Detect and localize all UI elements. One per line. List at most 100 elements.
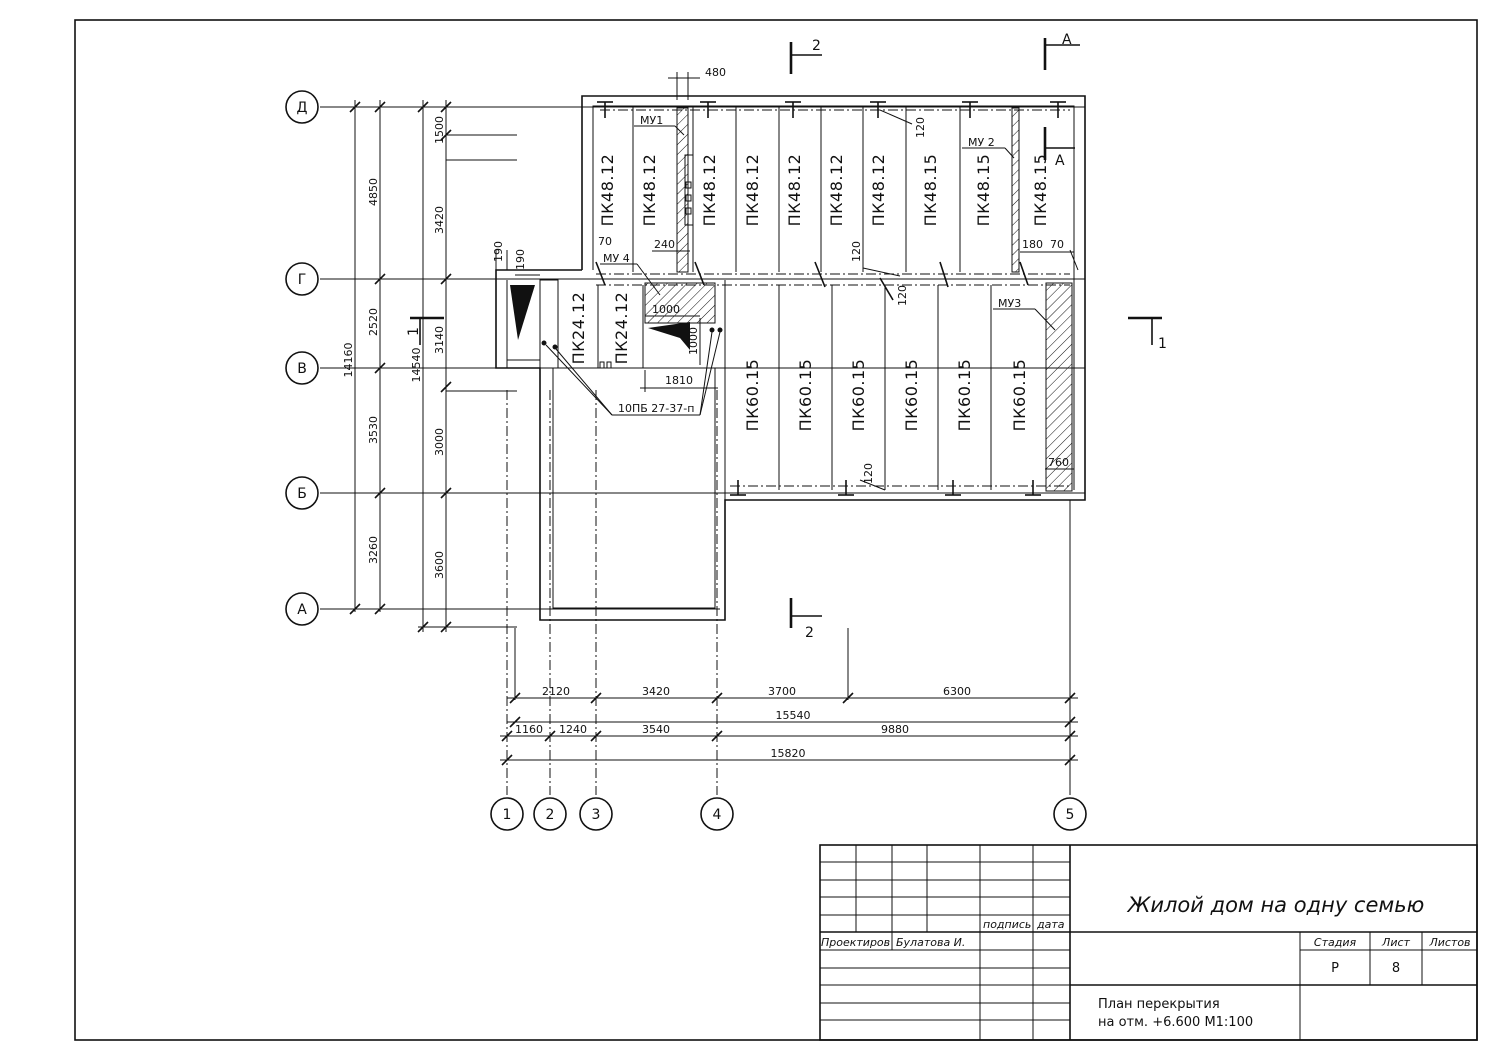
tb-signature: подпись	[983, 918, 1031, 931]
axis-d: Д	[297, 100, 308, 116]
dim-1000b: 1000	[687, 327, 700, 355]
dim-15820: 15820	[771, 747, 806, 760]
tb-drawing-name-1: План перекрытия	[1098, 997, 1220, 1012]
panel-top-4: ПК48.12	[743, 154, 762, 227]
dim-3540: 3540	[642, 723, 670, 736]
axis-a: А	[297, 602, 307, 618]
dim-120d: 120	[862, 463, 875, 484]
tb-stage-header: Стадия	[1314, 936, 1357, 949]
panel-mid-2: ПК24.12	[612, 292, 631, 365]
dim-190b: 190	[514, 249, 527, 270]
dim-14540: 14540	[410, 348, 423, 383]
panel-low-5: ПК60.15	[955, 359, 974, 432]
tb-drawing-name-2: на отм. +6.600 М1:100	[1098, 1015, 1253, 1030]
dim-1810: 1810	[665, 374, 693, 387]
label-mu4: МУ 4	[603, 252, 630, 265]
axis-3: 3	[592, 807, 601, 823]
tb-sheet-header: Лист	[1381, 936, 1410, 949]
row-axis-bubbles: Д Г В Б А	[285, 90, 319, 626]
bottom-dimensions: 2120 3420 3700 6300 15540 1160 1240 3540…	[500, 685, 1078, 766]
sheet-frame	[74, 19, 1478, 1041]
dim-120a: 120	[914, 117, 927, 138]
mu3-hatch	[1045, 282, 1073, 492]
dim-480: 480	[705, 66, 726, 79]
dim-120b: 120	[850, 241, 863, 262]
dim-120c: 120	[896, 285, 909, 306]
axis-5: 5	[1066, 807, 1075, 823]
section-markers: 2 2 А А 1 1	[406, 32, 1167, 641]
dim-760: 760	[1048, 456, 1069, 469]
tb-designed: Проектиров	[821, 936, 890, 949]
tb-sheet-value: 8	[1392, 961, 1400, 976]
axis-4: 4	[713, 807, 722, 823]
label-mu3: МУ3	[998, 297, 1021, 310]
panel-top-8: ПК48.15	[921, 154, 940, 227]
dim-3000: 3000	[433, 428, 446, 456]
panel-top-7: ПК48.12	[869, 154, 888, 227]
section-2-bottom: 2	[805, 625, 814, 641]
dim-3530: 3530	[367, 416, 380, 444]
panel-top-5: ПК48.12	[785, 154, 804, 227]
section-a-inner: А	[1055, 153, 1065, 169]
lower-panel-row: ПК60.15 ПК60.15 ПК60.15 ПК60.15 ПК60.15 …	[730, 277, 1047, 496]
wall-outlines	[495, 95, 1086, 621]
opening-mark	[648, 322, 690, 350]
panel-top-10: ПК48.15	[1031, 154, 1050, 227]
dim-1160: 1160	[515, 723, 543, 736]
dim-14160: 14160	[342, 343, 355, 378]
panel-top-6: ПК48.12	[827, 154, 846, 227]
dim-70b: 70	[1050, 238, 1064, 251]
dim-70a: 70	[598, 235, 612, 248]
dim-6300: 6300	[943, 685, 971, 698]
panel-mid-1: ПК24.12	[569, 292, 588, 365]
middle-panel-row: ПК24.12 ПК24.12	[541, 285, 723, 369]
dim-3700: 3700	[768, 685, 796, 698]
tb-designer: Булатова И.	[896, 936, 965, 949]
label-mu1: МУ1	[640, 114, 663, 127]
axis-2: 2	[546, 807, 555, 823]
dim-1500: 1500	[433, 116, 446, 144]
dim-3140: 3140	[433, 326, 446, 354]
panel-top-2: ПК48.12	[640, 154, 659, 227]
tb-date: дата	[1036, 918, 1065, 931]
mu2-hatch	[1011, 107, 1020, 273]
dim-3420: 3420	[433, 206, 446, 234]
label-lintel: 10ПБ 27-37-п	[618, 402, 694, 415]
dim-1240: 1240	[559, 723, 587, 736]
dim-2520: 2520	[367, 308, 380, 336]
section-1-right: 1	[1158, 336, 1167, 352]
dim-9880: 9880	[881, 723, 909, 736]
axis-b: Б	[297, 486, 307, 502]
top-panel-row: ПК48.12 ПК48.12 ПК48.12 ПК48.12 ПК48.12 …	[595, 101, 1066, 288]
dim-190a: 190	[492, 241, 505, 262]
axis-v: В	[297, 361, 307, 377]
tb-project-title: Жилой дом на одну семью	[1126, 893, 1425, 917]
title-block: подпись дата Проектиров Булатова И. Жило…	[819, 844, 1478, 1041]
dim-3600: 3600	[433, 551, 446, 579]
dim-3420-b: 3420	[642, 685, 670, 698]
dim-240: 240	[654, 238, 675, 251]
stair-mark-left	[510, 285, 535, 340]
panel-top-1: ПК48.12	[598, 154, 617, 227]
dim-180: 180	[1022, 238, 1043, 251]
element-labels: МУ1 МУ 2 МУ3 МУ 4 10ПБ 27-37-п	[545, 114, 1056, 416]
column-axis-bubbles: 1 2 3 4 5	[490, 797, 1087, 831]
dim-2120: 2120	[542, 685, 570, 698]
inner-dimensions: 480 190 190 120 120 120 120 70 240 180 7…	[492, 66, 1079, 491]
dim-15540: 15540	[776, 709, 811, 722]
mu1-hatch	[676, 107, 689, 273]
panel-low-2: ПК60.15	[796, 359, 815, 432]
section-a-top: А	[1062, 32, 1072, 48]
dim-1000a: 1000	[652, 303, 680, 316]
label-mu2: МУ 2	[968, 136, 995, 149]
left-dimensions: 4850 2520 3530 3260 14160 14540 1500 342…	[342, 100, 517, 633]
dim-3260: 3260	[367, 536, 380, 564]
panel-low-6: ПК60.15	[1010, 359, 1029, 432]
panel-low-1: ПК60.15	[743, 359, 762, 432]
panel-top-9: ПК48.15	[974, 154, 993, 227]
panel-top-3: ПК48.12	[700, 154, 719, 227]
dim-4850: 4850	[367, 178, 380, 206]
panel-low-3: ПК60.15	[849, 359, 868, 432]
tb-stage-value: Р	[1331, 961, 1339, 976]
